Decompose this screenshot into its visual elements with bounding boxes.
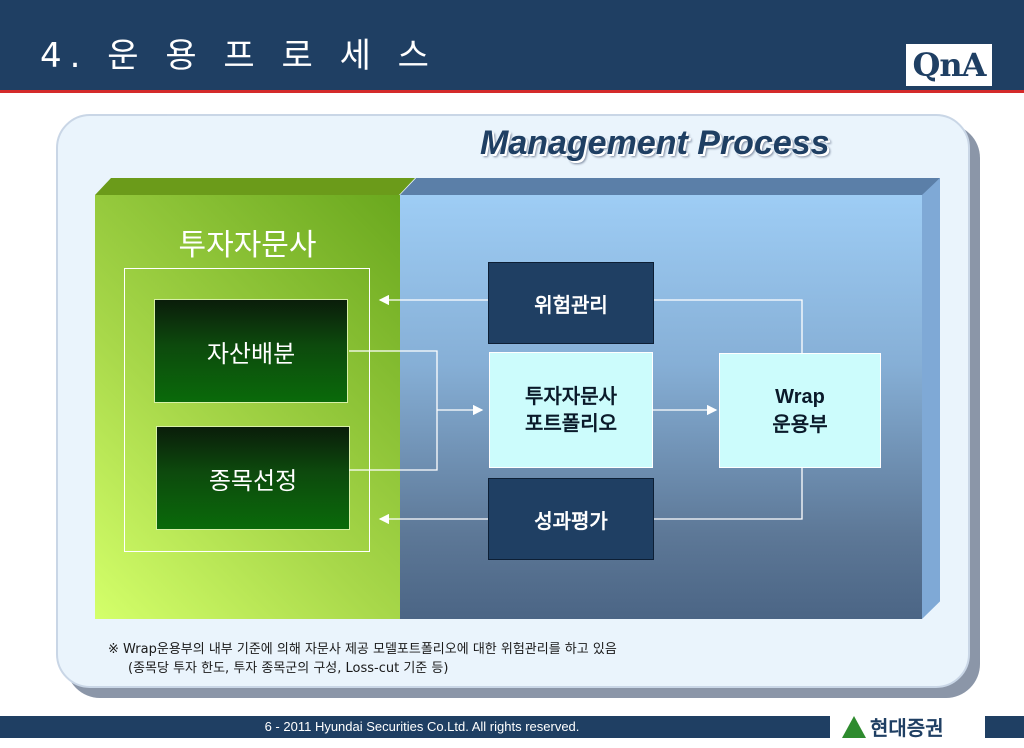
wrap-line2: 운용부 (772, 411, 828, 436)
portfolio-line2: 포트폴리오 (525, 411, 617, 435)
qna-logo[interactable]: QnA (906, 44, 992, 86)
wrap-line1: Wrap (775, 385, 825, 408)
risk-management-box: 위험관리 (488, 262, 654, 344)
blue-panel-top (400, 178, 940, 195)
brand-logo: 현대증권 (842, 712, 944, 741)
brand-name: 현대증권 (870, 716, 944, 740)
footnote-line1: ※ Wrap운용부의 내부 기준에 의해 자문사 제공 모델포트폴리오에 대한 … (108, 642, 617, 657)
footnote: ※ Wrap운용부의 내부 기준에 의해 자문사 제공 모델포트폴리오에 대한 … (108, 640, 617, 678)
header-divider (0, 90, 1024, 93)
performance-eval-box: 성과평가 (488, 478, 654, 560)
blue-panel-side (922, 178, 940, 619)
slide-title: 4. 운 용 프 로 세 스 (40, 36, 437, 76)
asset-allocation-box: 자산배분 (154, 299, 348, 403)
portfolio-line1: 투자자문사 (525, 384, 617, 408)
footer-stub (985, 716, 1024, 738)
footnote-line2: (종목당 투자 한도, 투자 종목군의 구성, Loss-cut 기준 등) (128, 661, 449, 676)
footer-bar (0, 716, 830, 738)
advisory-portfolio-box: 투자자문사 포트폴리오 (489, 352, 653, 468)
advisory-title: 투자자문사 (178, 228, 317, 263)
green-panel-top (95, 178, 415, 195)
diagram-title: Management Process (480, 124, 830, 162)
footer-copyright: 6 - 2011 Hyundai Securities Co.Ltd. All … (264, 719, 580, 734)
stock-selection-box: 종목선정 (156, 426, 350, 530)
header-bar (0, 0, 1024, 90)
wrap-team-box: Wrap 운용부 (719, 353, 881, 468)
triangle-logo-icon (842, 715, 866, 738)
